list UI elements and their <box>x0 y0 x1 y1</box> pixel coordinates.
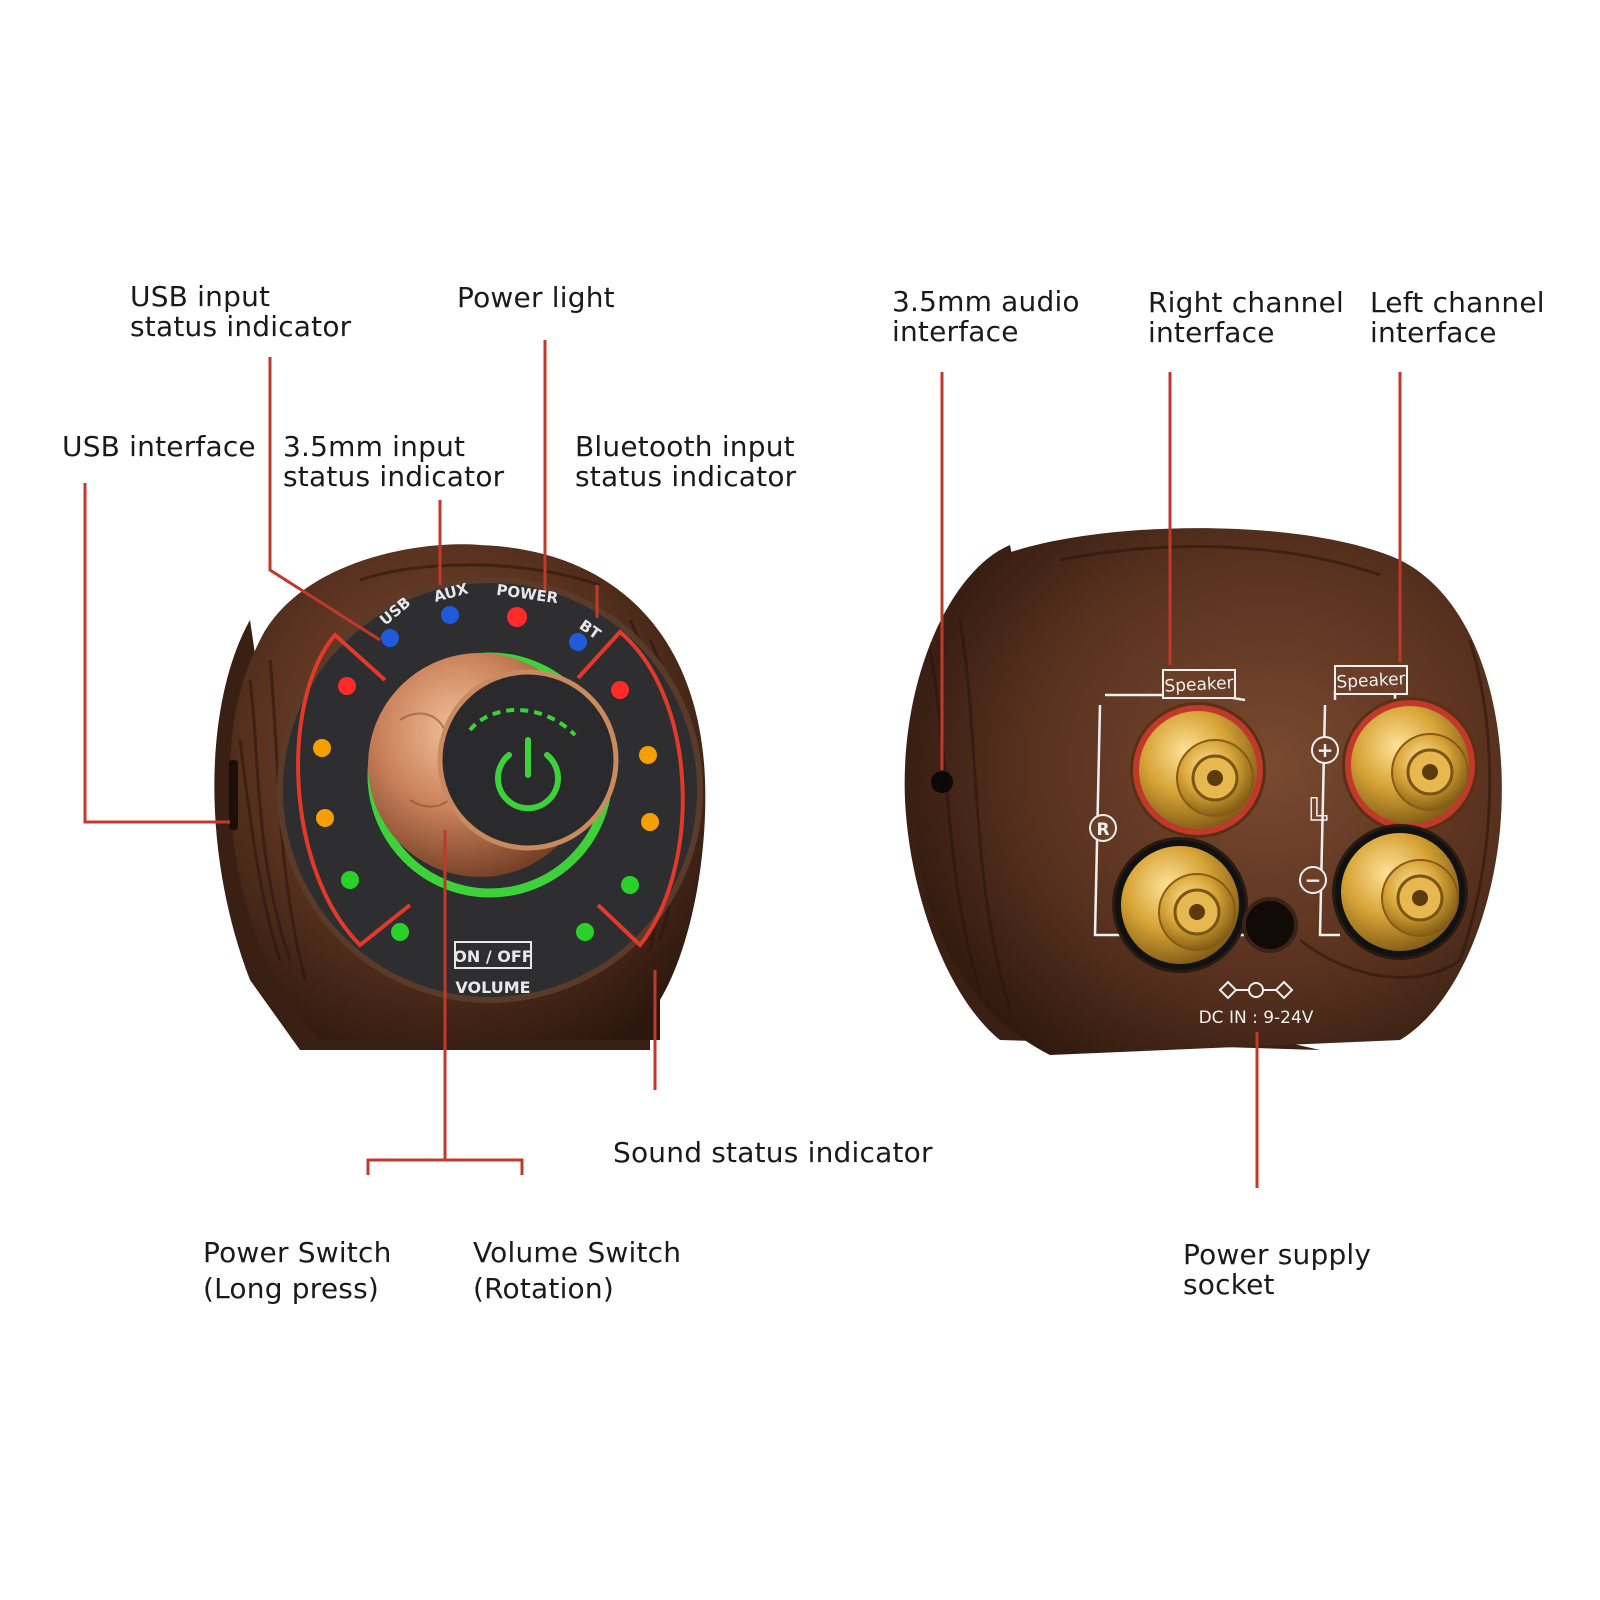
callout-line: interface <box>1370 316 1497 349</box>
speaker-label-left: Speaker <box>1336 669 1406 693</box>
aux-led <box>441 606 459 624</box>
callout-audio-interface: 3.5mm audio interface <box>892 287 1080 347</box>
sound-led-r4 <box>621 876 639 894</box>
bt-led <box>569 633 587 651</box>
sound-led-l3 <box>316 809 334 827</box>
power-icon <box>495 737 561 812</box>
binding-post-right-top <box>1130 702 1266 838</box>
callout-line: status indicator <box>130 310 352 343</box>
callout-line: interface <box>1148 316 1275 349</box>
callout-bt-input-status: Bluetooth input status indicator <box>575 432 796 492</box>
usb-led <box>381 629 399 647</box>
dc-polarity-icon <box>1218 980 1294 1000</box>
callout-volume-switch: Volume Switch (Rotation) <box>473 1235 681 1307</box>
r-mark: R <box>1096 820 1109 840</box>
callout-left-channel: Left channel interface <box>1370 288 1545 348</box>
callout-right-channel: Right channel interface <box>1148 288 1344 348</box>
usb-port <box>229 760 238 830</box>
callout-line: Power light <box>457 281 615 314</box>
callout-line: Right channel <box>1148 286 1345 319</box>
l-mark: L <box>1308 793 1327 828</box>
callout-usb-interface: USB interface <box>62 432 256 462</box>
leader-lines <box>83 340 1402 1188</box>
callout-line: socket <box>1183 1268 1275 1301</box>
sound-led-r2 <box>639 746 657 764</box>
callout-sound-status: Sound status indicator <box>613 1138 933 1168</box>
sound-bracket-left <box>296 632 412 948</box>
callout-line: Left channel <box>1370 286 1545 319</box>
callout-line: status indicator <box>283 460 505 493</box>
volume-label: VOLUME <box>455 978 530 997</box>
sound-led-r5 <box>576 923 594 941</box>
callout-line: Sound status indicator <box>613 1136 933 1169</box>
binding-post-left-bottom <box>1332 824 1468 960</box>
callout-aux-input-status: 3.5mm input status indicator <box>283 432 504 492</box>
front-device: USB AUX POWER BT ON / OFF VOLUME <box>214 544 706 1050</box>
sound-led-r1 <box>611 681 629 699</box>
dc-socket <box>1242 897 1298 953</box>
callout-power-light: Power light <box>457 283 615 313</box>
sound-led-l1 <box>338 677 356 695</box>
callout-line: 3.5mm input <box>283 430 466 463</box>
callout-line: Power Switch <box>203 1236 392 1269</box>
sound-led-l4 <box>341 871 359 889</box>
plus-mark: + <box>1317 738 1334 762</box>
callout-line: interface <box>892 315 1019 348</box>
speaker-label-right: Speaker <box>1164 673 1234 697</box>
callout-line: status indicator <box>575 460 797 493</box>
callout-line: Volume Switch <box>473 1236 682 1269</box>
binding-post-left-top <box>1342 697 1478 833</box>
callout-line: (Long press) <box>203 1272 379 1305</box>
sound-bracket-right <box>576 629 685 948</box>
sound-led-r3 <box>641 813 659 831</box>
binding-post-right-bottom <box>1112 837 1248 973</box>
audio-jack <box>931 771 953 793</box>
sound-led-l2 <box>313 739 331 757</box>
dc-in-label: DC IN : 9-24V <box>1199 1008 1314 1028</box>
callout-power-switch: Power Switch (Long press) <box>203 1235 392 1307</box>
callout-line: (Rotation) <box>473 1272 614 1305</box>
callout-line: USB input <box>130 280 271 313</box>
sound-led-l5 <box>391 923 409 941</box>
callout-line: 3.5mm audio <box>892 285 1080 318</box>
callout-line: Bluetooth input <box>575 430 795 463</box>
callout-usb-input-status: USB input status indicator <box>130 282 351 342</box>
back-device: Speaker Speaker R L + − <box>904 528 1502 1055</box>
callout-power-socket: Power supply socket <box>1183 1240 1371 1300</box>
power-led <box>507 607 527 627</box>
minus-mark: − <box>1305 868 1322 892</box>
callout-line: Power supply <box>1183 1238 1372 1271</box>
on-off-label: ON / OFF <box>453 947 532 966</box>
callout-line: USB interface <box>62 430 256 463</box>
